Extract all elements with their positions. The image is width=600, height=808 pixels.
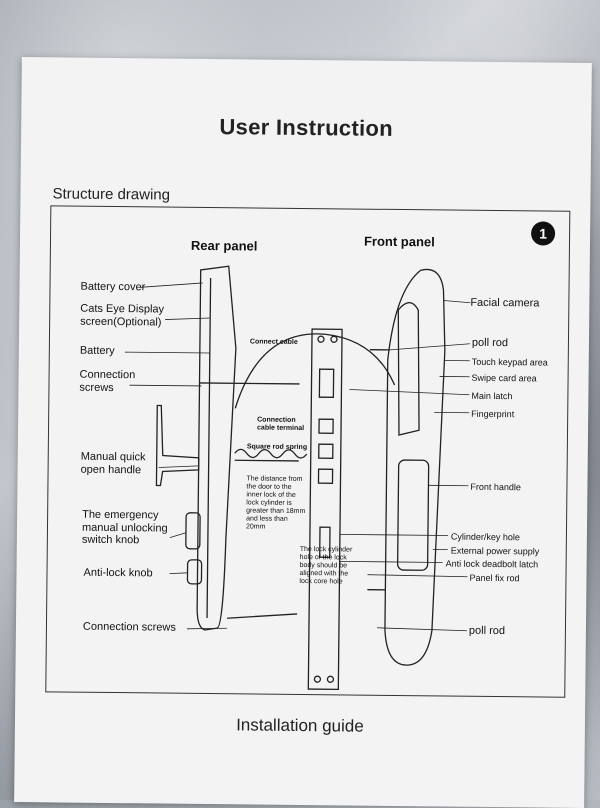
note-cylinder-alignment: The lock cylinder hole of the lock body …: [299, 546, 352, 587]
anti-lock-knob-shape: [187, 560, 201, 584]
label-cats-eye: Cats Eye Display screen(Optional): [80, 303, 164, 329]
label-main-latch: Main latch: [471, 390, 512, 403]
footer-installation-guide: Installation guide: [15, 713, 585, 739]
label-battery: Battery: [80, 345, 115, 358]
label-connection-screws: Connection screws: [79, 369, 135, 395]
instruction-sheet: User Instruction Structure drawing: [14, 57, 592, 808]
label-anti-lock-knob: Anti-lock knob: [83, 567, 152, 580]
label-touch-keypad: Touch keypad area: [472, 356, 548, 369]
front-panel-heading: Front panel: [364, 234, 435, 250]
label-connect-cable: Connect cable: [250, 338, 298, 347]
label-cylinder-key-hole: Cylinder/key hole: [451, 531, 520, 544]
label-anti-lock-deadbolt: Anti lock deadbolt latch: [446, 558, 539, 571]
structure-diagram: Rear panel Front panel 1 Battery cover C…: [45, 205, 570, 697]
note-door-distance: The distance from the door to the inner …: [246, 475, 306, 532]
label-cable-terminal: Connection cable terminal: [257, 417, 304, 433]
label-square-rod-spring: Square rod spring: [247, 443, 307, 452]
label-external-power: External power supply: [451, 545, 540, 558]
label-front-handle: Front handle: [470, 481, 521, 494]
label-cats-eye-line1: Cats Eye Display: [80, 303, 164, 316]
label-swipe-card: Swipe card area: [472, 372, 537, 385]
label-emergency-line1: The emergency: [82, 509, 168, 522]
lock-body-plate: [308, 329, 342, 689]
label-facial-camera: Facial camera: [470, 297, 539, 310]
front-handle-shape: [398, 460, 429, 570]
rear-panel-outline: [197, 266, 237, 630]
section-heading: Structure drawing: [52, 185, 170, 203]
label-connection-screws-bottom: Connection screws: [83, 621, 176, 634]
label-connection-screws-line1: Connection: [80, 369, 136, 382]
label-poll-rod-top: poll rod: [472, 337, 508, 350]
label-manual-handle-line2: open handle: [81, 463, 146, 476]
label-cats-eye-line2: screen(Optional): [80, 315, 164, 328]
label-fingerprint: Fingerprint: [471, 408, 514, 421]
rear-panel-heading: Rear panel: [191, 238, 258, 254]
label-connection-screws-line2: screws: [79, 381, 135, 394]
manual-handle-shape: [156, 405, 199, 485]
label-manual-handle-line1: Manual quick: [81, 451, 146, 464]
label-cable-terminal-line2: cable terminal: [257, 425, 304, 433]
label-emergency-line2: manual unlocking: [82, 521, 168, 534]
label-battery-cover: Battery cover: [80, 281, 145, 294]
label-manual-handle: Manual quick open handle: [81, 451, 146, 477]
label-emergency-line3: switch knob: [82, 534, 168, 547]
label-poll-rod-bottom: poll rod: [469, 625, 505, 638]
front-panel-outline: [385, 269, 446, 665]
label-panel-fix-rod: Panel fix rod: [469, 572, 519, 585]
figure-number-badge: 1: [531, 221, 555, 245]
label-emergency-knob: The emergency manual unlocking switch kn…: [82, 509, 168, 547]
page-title: User Instruction: [21, 112, 591, 144]
